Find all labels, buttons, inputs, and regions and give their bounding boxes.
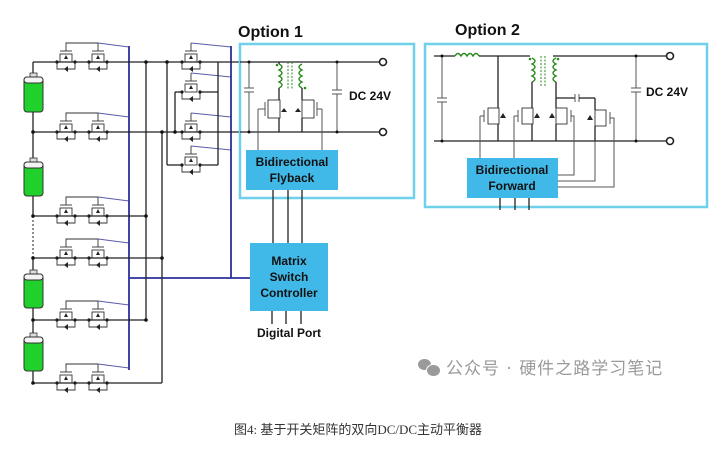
battery-3 bbox=[23, 269, 44, 309]
forward-mosfet-2 bbox=[513, 107, 540, 160]
option1-frame bbox=[238, 42, 416, 200]
watermark-text: 公众号 · 硬件之路学习笔记 bbox=[446, 359, 664, 379]
option2-panel: Option 2 DC 24V bbox=[423, 22, 709, 210]
battery-1 bbox=[23, 72, 44, 113]
battery-4 bbox=[23, 332, 44, 372]
switch-matrix bbox=[55, 42, 232, 393]
switch-3-a bbox=[55, 201, 77, 226]
watermark: 公众号 · 硬件之路学习笔记 bbox=[418, 354, 663, 379]
option1-panel: Option 1 DC 24V bbox=[238, 24, 416, 243]
bidirectional-flyback-block bbox=[246, 150, 338, 190]
switch-6-b bbox=[87, 368, 109, 393]
controller-block bbox=[250, 243, 328, 311]
forward-mosfet-4 bbox=[558, 109, 615, 188]
option1-title: Option 1 bbox=[238, 24, 303, 41]
controller-label-line3: Controller bbox=[260, 286, 318, 300]
flyback-label-line1: Bidirectional bbox=[256, 155, 329, 169]
input-inductor bbox=[454, 52, 480, 58]
battery-stack bbox=[23, 62, 44, 383]
battery-2 bbox=[23, 157, 44, 197]
option2-frame bbox=[423, 42, 709, 209]
controller-label-line2: Switch bbox=[270, 270, 309, 284]
bidirectional-forward-block bbox=[467, 158, 558, 198]
controller-label-line1: Matrix bbox=[271, 254, 307, 268]
output2-terminal-positive bbox=[665, 51, 675, 61]
switch-5-b bbox=[87, 305, 109, 330]
wechat-icon bbox=[418, 358, 441, 377]
switch-1-b bbox=[87, 47, 109, 72]
bus-lines bbox=[31, 46, 250, 385]
switch-4-b bbox=[87, 243, 109, 268]
flyback-label-line2: Flyback bbox=[270, 171, 315, 185]
forward-transformer bbox=[528, 56, 560, 86]
forward-label-line2: Forward bbox=[488, 179, 535, 193]
figure-caption: 图4: 基于开关矩阵的双向DC/DC主动平衡器 bbox=[233, 422, 483, 437]
matrix-switch-3 bbox=[180, 117, 202, 142]
matrix-switch-controller: Matrix Switch Controller Digital Port bbox=[250, 243, 328, 340]
matrix-switch-1 bbox=[180, 47, 202, 72]
matrix-switch-4 bbox=[180, 150, 202, 175]
flyback-transformer bbox=[275, 62, 307, 90]
switch-2-b bbox=[87, 117, 109, 142]
option1-output-label: DC 24V bbox=[349, 89, 391, 103]
output-terminal-negative bbox=[378, 127, 388, 137]
switch-1-a bbox=[55, 47, 77, 72]
output2-terminal-negative bbox=[665, 136, 675, 146]
option2-output-label: DC 24V bbox=[646, 85, 688, 99]
switch-3-b bbox=[87, 201, 109, 226]
switch-6-a bbox=[55, 368, 77, 393]
switch-5-a bbox=[55, 305, 77, 330]
forward-label-line1: Bidirectional bbox=[476, 163, 549, 177]
matrix-switch-2 bbox=[180, 77, 202, 102]
switch-4-a bbox=[55, 243, 77, 268]
forward-mosfet-1 bbox=[479, 107, 506, 160]
output-terminal-positive bbox=[378, 57, 388, 67]
option2-title: Option 2 bbox=[455, 22, 520, 39]
digital-port-label: Digital Port bbox=[257, 326, 321, 340]
forward-mosfet-3 bbox=[549, 107, 575, 176]
switch-2-a bbox=[55, 117, 77, 142]
